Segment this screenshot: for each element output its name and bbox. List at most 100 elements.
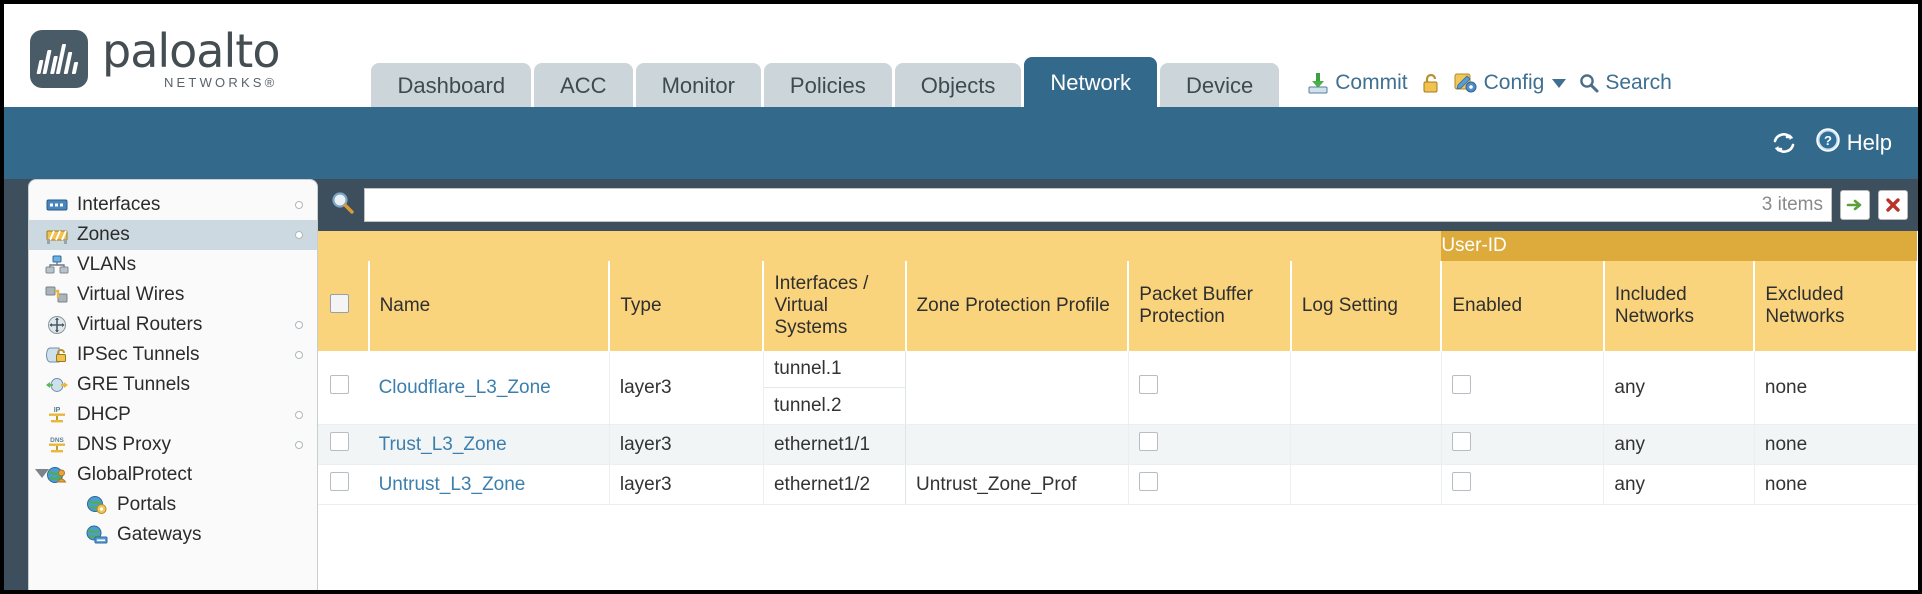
- select-all-checkbox[interactable]: [330, 293, 349, 313]
- packet-buffer-protection-checkbox[interactable]: [1138, 472, 1158, 491]
- header-toolbar: Commit: [1307, 71, 1672, 95]
- svg-text:DNS: DNS: [50, 437, 64, 444]
- sidebar-item-ipsec-tunnels[interactable]: IPSec Tunnels: [29, 340, 317, 370]
- sidebar-item-zones[interactable]: Zones: [29, 220, 317, 250]
- items-count: 3 items: [1761, 194, 1823, 215]
- tab-policies[interactable]: Policies: [763, 62, 892, 107]
- column-header-type[interactable]: Type: [609, 261, 765, 351]
- tab-monitor[interactable]: Monitor: [635, 62, 761, 107]
- zone-name-link[interactable]: Trust_L3_Zone: [378, 433, 507, 455]
- tab-dashboard[interactable]: Dashboard: [371, 62, 532, 107]
- sidebar-item-virtual-wires[interactable]: Virtual Wires: [29, 280, 317, 310]
- sidebar-item-label: Virtual Routers: [77, 314, 203, 335]
- sidebar-item-gateways[interactable]: Gateways: [29, 520, 317, 550]
- included-networks-cell: any: [1603, 424, 1755, 465]
- sidebar-item-portals[interactable]: Portals: [29, 490, 317, 520]
- sidebar-item-label: Interfaces: [77, 194, 161, 215]
- status-dot: [295, 201, 303, 209]
- zone-name-cell: Trust_L3_Zone: [368, 424, 610, 465]
- search-input-wrapper[interactable]: 3 items: [364, 188, 1832, 222]
- column-header-enabled[interactable]: Enabled: [1441, 261, 1605, 351]
- zones-table-head: User-ID Name Type Interfaces / Virtual S…: [318, 231, 1918, 351]
- network-sidebar: Interfaces Zones: [28, 179, 318, 590]
- userid-enabled-checkbox[interactable]: [1451, 375, 1471, 394]
- search-filter-icon[interactable]: [330, 190, 356, 221]
- log-setting-cell: [1290, 424, 1442, 465]
- search-label: Search: [1605, 71, 1672, 94]
- zone-name-link[interactable]: Cloudflare_L3_Zone: [378, 376, 551, 398]
- portals-icon: [85, 495, 109, 515]
- row-checkbox[interactable]: [330, 472, 349, 491]
- sidebar-item-label: GlobalProtect: [77, 464, 193, 485]
- help-label: Help: [1846, 130, 1892, 155]
- vlans-icon: [45, 255, 69, 275]
- column-header-row: Name Type Interfaces / Virtual Systems Z…: [318, 261, 1918, 351]
- sidebar-item-dhcp[interactable]: IP DHCP: [29, 400, 317, 430]
- row-select-cell: [318, 464, 369, 505]
- refresh-icon[interactable]: [1771, 131, 1797, 155]
- sidebar-item-gre-tunnels[interactable]: GRE Tunnels: [29, 370, 317, 400]
- help-button[interactable]: ? Help: [1815, 127, 1892, 159]
- status-dot: [295, 441, 303, 449]
- brand-name: paloalto: [102, 24, 280, 78]
- column-header-interfaces[interactable]: Interfaces / Virtual Systems: [763, 261, 907, 351]
- column-header-packet-buffer-protection[interactable]: Packet Buffer Protection: [1128, 261, 1292, 351]
- main-nav-tabs: Dashboard ACC Monitor Policies Objects N…: [371, 56, 1280, 107]
- log-setting-cell: [1290, 351, 1442, 425]
- excluded-networks-cell: none: [1754, 351, 1918, 425]
- interfaces-icon: [45, 195, 69, 215]
- table-row[interactable]: Trust_L3_Zone layer3 ethernet1/1: [318, 424, 1918, 465]
- userid-enabled-checkbox[interactable]: [1451, 472, 1471, 491]
- row-select-cell: [318, 424, 369, 465]
- userid-enabled-cell: [1441, 351, 1605, 425]
- table-row[interactable]: Untrust_L3_Zone layer3 ethernet1/2 Untru…: [318, 464, 1918, 505]
- tab-acc[interactable]: ACC: [534, 62, 633, 107]
- sidebar-item-virtual-routers[interactable]: Virtual Routers: [29, 310, 317, 340]
- paloalto-logo-icon: [30, 29, 88, 88]
- column-header-name[interactable]: Name: [368, 261, 611, 351]
- zone-interfaces-cell: ethernet1/2: [763, 464, 907, 505]
- apply-filter-button[interactable]: [1840, 190, 1870, 220]
- sidebar-item-dns-proxy[interactable]: DNS DNS Proxy: [29, 430, 317, 460]
- row-checkbox[interactable]: [330, 375, 349, 394]
- table-row[interactable]: Cloudflare_L3_Zone layer3 tunnel.1 tunne…: [318, 351, 1918, 425]
- zone-name-link[interactable]: Untrust_L3_Zone: [378, 473, 526, 495]
- tab-network[interactable]: Network: [1024, 56, 1158, 107]
- clear-filter-button[interactable]: [1878, 190, 1908, 220]
- globalprotect-icon: [45, 465, 69, 485]
- search-button[interactable]: Search: [1579, 71, 1672, 95]
- group-header-spacer: [318, 231, 1442, 261]
- brand-logo: paloalto NETWORKS®: [30, 24, 280, 89]
- userid-enabled-checkbox[interactable]: [1451, 432, 1471, 451]
- sidebar-item-label: IPSec Tunnels: [77, 344, 200, 365]
- lock-button[interactable]: [1421, 72, 1441, 94]
- column-header-included-networks[interactable]: Included Networks: [1603, 261, 1756, 351]
- column-header-zone-protection-profile[interactable]: Zone Protection Profile: [905, 261, 1130, 351]
- tab-device[interactable]: Device: [1160, 62, 1280, 107]
- included-networks-cell: any: [1603, 464, 1755, 505]
- app-header: paloalto NETWORKS® Dashboard ACC Monitor…: [4, 4, 1918, 107]
- zones-table-body: Cloudflare_L3_Zone layer3 tunnel.1 tunne…: [318, 351, 1918, 505]
- search-input[interactable]: [373, 194, 1754, 216]
- sidebar-item-globalprotect[interactable]: GlobalProtect: [29, 460, 317, 490]
- tab-objects[interactable]: Objects: [894, 62, 1022, 107]
- sidebar-item-label: DHCP: [77, 404, 131, 425]
- commit-button[interactable]: Commit: [1307, 71, 1408, 95]
- sidebar-item-vlans[interactable]: VLANs: [29, 250, 317, 280]
- context-band: ? Help: [4, 107, 1918, 179]
- interface-item: tunnel.2: [773, 395, 842, 416]
- commit-icon: [1307, 72, 1329, 94]
- packet-buffer-protection-checkbox[interactable]: [1138, 375, 1158, 394]
- row-checkbox[interactable]: [330, 432, 349, 451]
- virtual-wires-icon: [45, 285, 69, 305]
- sidebar-item-interfaces[interactable]: Interfaces: [29, 190, 317, 220]
- config-menu[interactable]: Config: [1454, 71, 1567, 95]
- packet-buffer-protection-checkbox[interactable]: [1138, 432, 1158, 451]
- dhcp-icon: IP: [45, 405, 69, 425]
- column-header-excluded-networks[interactable]: Excluded Networks: [1754, 261, 1918, 351]
- search-icon: [1579, 73, 1599, 93]
- expander-triangle-down-icon[interactable]: [35, 469, 49, 478]
- interface-item: ethernet1/2: [773, 473, 871, 495]
- column-header-log-setting[interactable]: Log Setting: [1290, 261, 1443, 351]
